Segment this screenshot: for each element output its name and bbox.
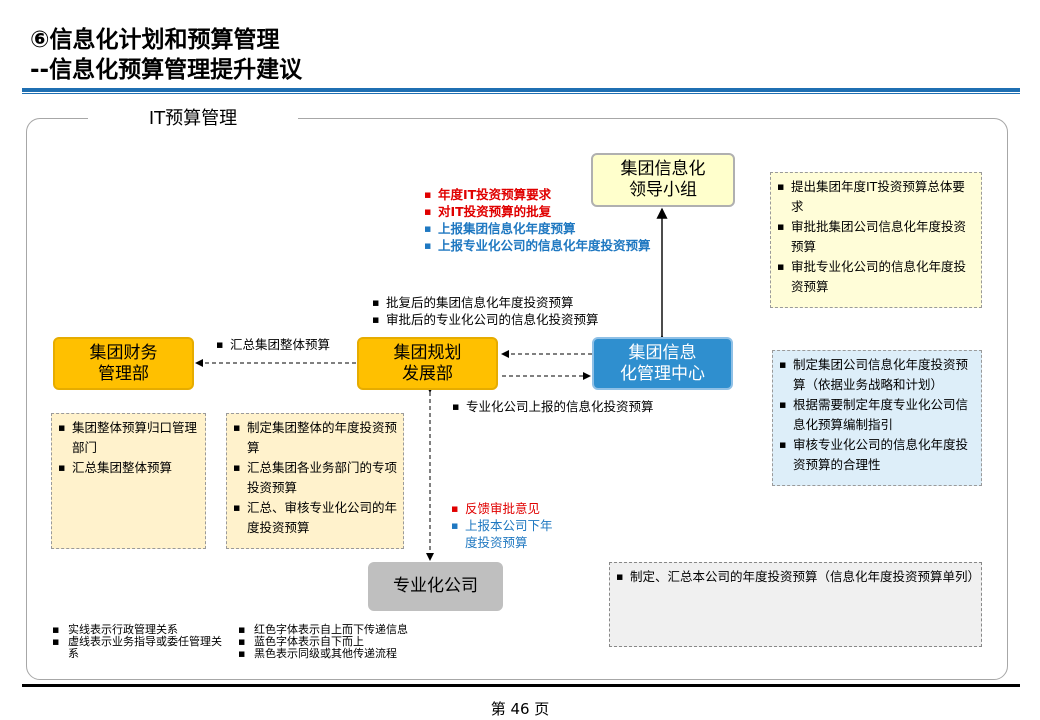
note-leading-group: 提出集团年度IT投资预算总体要求 审批批集团公司信息化年度投资预算 审批专业化公… xyxy=(770,172,982,308)
label-to-finance: 汇总集团整体预算 xyxy=(216,336,356,353)
legend-item: 黑色表示同级或其他传递流程 xyxy=(238,648,438,661)
legend-item: 实线表示行政管理关系 xyxy=(52,624,222,637)
note-item: 汇总集团整体预算 xyxy=(58,458,199,478)
diagram-frame xyxy=(26,118,1008,680)
flow-text: 上报本公司下年度投资预算 xyxy=(451,517,561,551)
label-vertical-flow: 反馈审批意见 上报本公司下年度投资预算 xyxy=(451,500,561,551)
footer-rule xyxy=(22,684,1020,687)
legend-item: 红色字体表示自上而下传递信息 xyxy=(238,624,438,637)
node-it-center: 集团信息 化管理中心 xyxy=(592,337,733,390)
node-finance-dept: 集团财务 管理部 xyxy=(53,337,194,390)
flow-text: 批复后的集团信息化年度投资预算 xyxy=(372,294,632,311)
flow-text: 汇总集团整体预算 xyxy=(216,336,356,353)
legend-right: 红色字体表示自上而下传递信息 蓝色字体表示自下而上 黑色表示同级或其他传递流程 xyxy=(238,624,438,661)
note-item: 集团整体预算归口管理部门 xyxy=(58,418,199,458)
note-it-center: 制定集团公司信息化年度投资预算（依据业务战略和计划） 根据需要制定年度专业化公司… xyxy=(772,350,982,486)
page-number: 第 46 页 xyxy=(490,700,550,718)
header-rule xyxy=(22,88,1020,92)
note-item: 提出集团年度IT投资预算总体要求 xyxy=(777,177,975,217)
legend-left: 实线表示行政管理关系 虚线表示业务指导或委任管理关系 xyxy=(52,624,222,660)
flow-text: 上报专业化公司的信息化年度投资预算 xyxy=(424,237,664,254)
note-item: 制定集团公司信息化年度投资预算（依据业务战略和计划） xyxy=(779,355,975,395)
note-item: 汇总、审核专业化公司的年度投资预算 xyxy=(233,498,397,538)
slide-title-line1: ⑥信息化计划和预算管理 xyxy=(30,27,280,53)
note-item: 制定集团整体的年度投资预算 xyxy=(233,418,397,458)
flow-text: 年度IT投资预算要求 xyxy=(424,186,664,203)
legend-item: 虚线表示业务指导或委任管理关系 xyxy=(52,636,222,660)
note-planning: 制定集团整体的年度投资预算 汇总集团各业务部门的专项投资预算 汇总、审核专业化公… xyxy=(226,413,404,549)
flow-text: 审批后的专业化公司的信息化投资预算 xyxy=(372,311,632,328)
note-item: 根据需要制定年度专业化公司信息化预算编制指引 xyxy=(779,395,975,435)
flow-text: 专业化公司上报的信息化投资预算 xyxy=(452,398,692,415)
note-item: 制定、汇总本公司的年度投资预算（信息化年度投资预算单列） xyxy=(616,567,980,587)
frame-label: IT预算管理 xyxy=(88,108,298,130)
label-leading-group-flow: 年度IT投资预算要求 对IT投资预算的批复 上报集团信息化年度预算 上报专业化公… xyxy=(424,186,664,254)
note-item: 审批专业化公司的信息化年度投资预算 xyxy=(777,257,975,297)
note-subsidiary: 制定、汇总本公司的年度投资预算（信息化年度投资预算单列） xyxy=(609,562,982,647)
flow-text: 对IT投资预算的批复 xyxy=(424,203,664,220)
flow-text: 上报集团信息化年度预算 xyxy=(424,220,664,237)
legend-item: 蓝色字体表示自下而上 xyxy=(238,636,438,649)
node-planning-dept: 集团规划 发展部 xyxy=(357,337,498,390)
note-item: 审批批集团公司信息化年度投资预算 xyxy=(777,217,975,257)
note-item: 审核专业化公司的信息化年度投资预算的合理性 xyxy=(779,435,975,475)
header-rule-thin xyxy=(22,93,1020,94)
note-finance: 集团整体预算归口管理部门 汇总集团整体预算 xyxy=(51,413,206,549)
label-subsidiary-report: 专业化公司上报的信息化投资预算 xyxy=(452,398,692,415)
node-subsidiary: 专业化公司 xyxy=(368,562,503,611)
note-item: 汇总集团各业务部门的专项投资预算 xyxy=(233,458,397,498)
slide-title-line2: --信息化预算管理提升建议 xyxy=(30,57,303,83)
label-approved-flow: 批复后的集团信息化年度投资预算 审批后的专业化公司的信息化投资预算 xyxy=(372,294,632,328)
flow-text: 反馈审批意见 xyxy=(451,500,561,517)
